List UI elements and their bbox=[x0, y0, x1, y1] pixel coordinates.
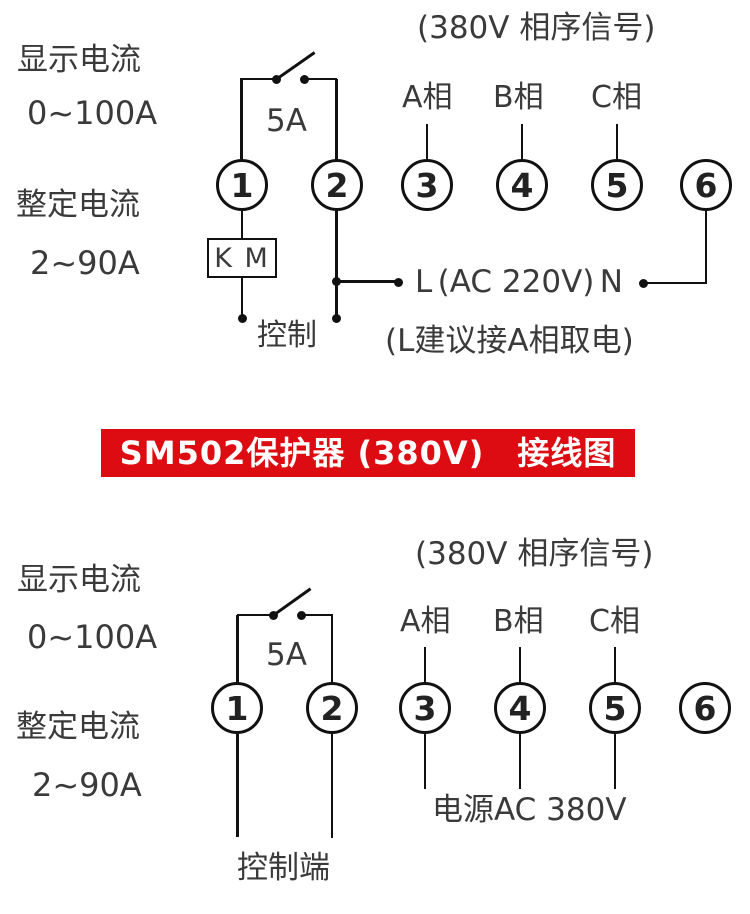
wire-km-down bbox=[240, 276, 243, 318]
terminal-3: 3 bbox=[399, 682, 451, 734]
wire-neutral bbox=[643, 281, 707, 285]
wire-switch-left bbox=[240, 77, 277, 81]
phase-signal-header: (380V 相序信号) bbox=[415, 536, 654, 572]
wire-phase-a bbox=[423, 647, 426, 683]
terminal-3: 3 bbox=[401, 159, 453, 211]
line-label: L bbox=[415, 264, 433, 300]
phase-a-label: A相 bbox=[400, 604, 451, 639]
neutral-label: N bbox=[599, 264, 623, 300]
banner-title: SM502保护器 (380V) 接线图 bbox=[119, 434, 617, 472]
switch-contact-dot bbox=[297, 610, 306, 620]
line-voltage: (AC 220V) bbox=[437, 264, 595, 300]
terminal-6: 6 bbox=[680, 159, 732, 211]
wire-power-a bbox=[423, 734, 426, 789]
set-current-range: 2~90A bbox=[30, 244, 140, 282]
phase-b-label: B相 bbox=[493, 80, 544, 115]
terminal-2: 2 bbox=[311, 159, 363, 211]
wire-switch-right bbox=[301, 613, 333, 617]
switch-contact-dot bbox=[268, 610, 278, 620]
line-terminal-dot bbox=[393, 277, 403, 287]
display-current-label: 显示电流 bbox=[17, 42, 141, 78]
terminal-4: 4 bbox=[494, 682, 546, 734]
set-current-label: 整定电流 bbox=[16, 709, 140, 745]
terminal-2: 2 bbox=[306, 682, 358, 734]
wire-terminal1-down bbox=[240, 211, 243, 239]
terminal-5: 5 bbox=[591, 159, 643, 211]
phase-c-label: C相 bbox=[591, 80, 642, 115]
wire-phase-c bbox=[615, 124, 618, 159]
switch-blade-icon bbox=[272, 587, 312, 617]
title-banner: SM502保护器 (380V) 接线图 bbox=[101, 429, 635, 477]
control-terminal-dot bbox=[237, 313, 247, 323]
terminal-6: 6 bbox=[679, 682, 731, 734]
wire-terminal1-up bbox=[236, 615, 239, 683]
wire-control-1 bbox=[236, 734, 239, 837]
wire-terminal2-down bbox=[335, 211, 338, 318]
wire-phase-b bbox=[518, 647, 521, 683]
control-terminal-dot bbox=[331, 313, 341, 323]
set-current-range: 2~90A bbox=[32, 766, 142, 804]
terminal-1: 1 bbox=[216, 159, 268, 211]
terminal-5: 5 bbox=[589, 682, 641, 734]
phase-c-label: C相 bbox=[589, 604, 640, 639]
terminal-4: 4 bbox=[496, 159, 548, 211]
wire-to-line bbox=[336, 280, 398, 283]
wire-phase-a bbox=[425, 124, 428, 159]
display-current-range: 0~100A bbox=[27, 94, 158, 132]
control-terminal-label: 控制端 bbox=[237, 850, 330, 886]
wire-terminal2-up bbox=[330, 615, 333, 683]
wire-switch-left bbox=[237, 613, 274, 617]
phase-b-label: B相 bbox=[493, 604, 544, 639]
wire-phase-b bbox=[520, 124, 523, 159]
wire-terminal1-up bbox=[240, 79, 243, 160]
switch-contact-dot bbox=[271, 74, 281, 84]
switch-contact-dot bbox=[300, 74, 309, 84]
wire-terminal2-up bbox=[335, 79, 338, 160]
wire-power-b bbox=[518, 734, 521, 789]
power-supply-label: 电源AC 380V bbox=[432, 792, 627, 828]
line-neutral-row: L (AC 220V) N bbox=[415, 267, 623, 298]
wire-phase-c bbox=[613, 647, 616, 683]
control-label: 控制 bbox=[257, 318, 317, 353]
line-pickup-note: (L建议接A相取电) bbox=[385, 323, 634, 359]
wire-power-c bbox=[613, 734, 616, 789]
display-current-range: 0~100A bbox=[27, 618, 158, 656]
wire-terminal6-down bbox=[704, 211, 707, 282]
set-current-label: 整定电流 bbox=[16, 187, 140, 223]
terminal-1: 1 bbox=[211, 682, 263, 734]
phase-a-label: A相 bbox=[402, 80, 453, 115]
wire-control-2 bbox=[330, 734, 333, 838]
wire-switch-right bbox=[304, 77, 337, 81]
display-current-label: 显示电流 bbox=[17, 562, 141, 598]
phase-signal-header: (380V 相序信号) bbox=[417, 10, 656, 46]
fuse-rating-label: 5A bbox=[266, 103, 307, 139]
fuse-rating-label: 5A bbox=[266, 637, 307, 673]
